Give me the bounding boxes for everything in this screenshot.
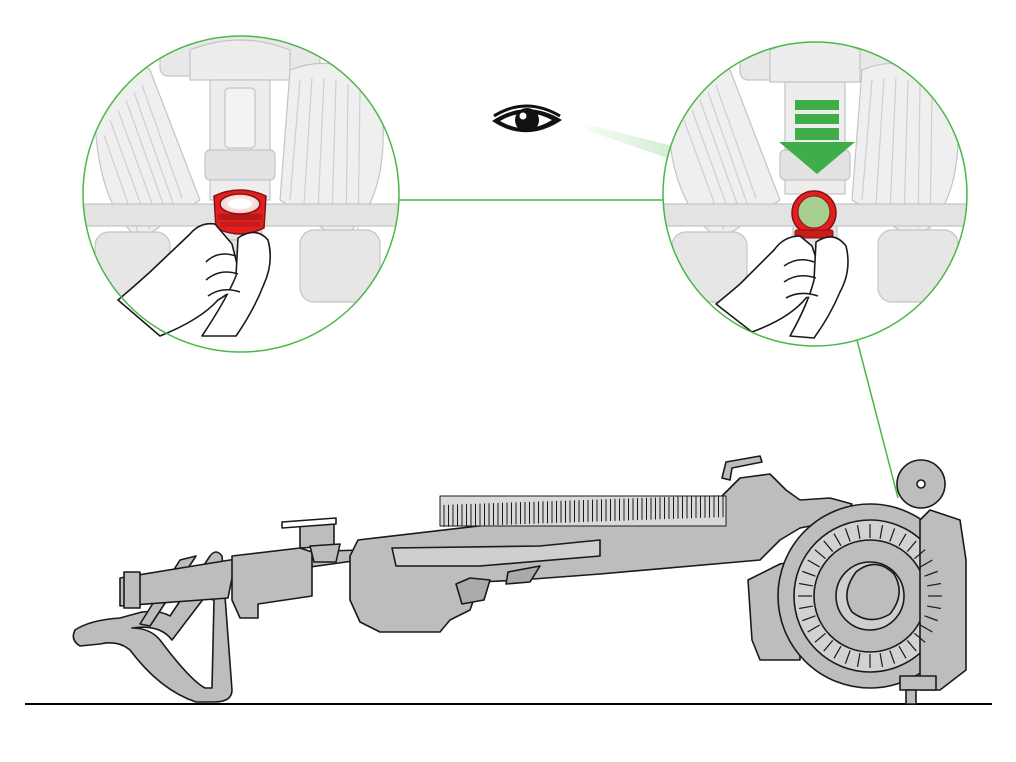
connector-lines [399, 199, 899, 499]
machine-closeup-left [83, 36, 399, 303]
brush-rib [856, 524, 861, 539]
brush-rib [927, 582, 942, 587]
eye-icon [492, 104, 562, 133]
brush-rib [807, 559, 821, 568]
detail-circle-left [82, 35, 400, 353]
brush-rib [798, 582, 813, 587]
brush-rib [823, 540, 834, 552]
brush-rib [823, 640, 834, 652]
brush-rib [898, 645, 907, 659]
brush-rib [898, 533, 907, 547]
machine-side-view [72, 455, 967, 705]
brush-rib [802, 570, 816, 577]
brush-rib [844, 528, 851, 542]
brush-rib [844, 650, 851, 664]
detail-circle-right [662, 41, 968, 347]
hand-right [715, 235, 849, 339]
brush-rib [807, 624, 821, 633]
brush-rib [914, 549, 926, 560]
brush-rib [906, 540, 917, 552]
machine-body [119, 455, 853, 633]
brush-rib [833, 645, 842, 659]
brush-rib [927, 605, 942, 610]
brush-rib [798, 605, 813, 610]
brush-rib [814, 549, 826, 560]
brush-rib [889, 650, 896, 664]
brush-rib [906, 640, 917, 652]
brush-rib [914, 632, 926, 643]
machine-head [747, 459, 967, 705]
brush-rib [879, 524, 884, 539]
down-arrow-icon [779, 100, 855, 174]
brush-rib [924, 570, 938, 577]
brush-rib [879, 653, 884, 668]
brush-rib [889, 528, 896, 542]
brush-rib [802, 615, 816, 622]
brush-rib [833, 533, 842, 547]
red-cap-left [213, 189, 267, 235]
hand-left [117, 222, 272, 337]
brush-rib [919, 624, 933, 633]
brush-rib [814, 632, 826, 643]
brush-rib [856, 653, 861, 668]
brush-ribs [798, 524, 942, 668]
brush-rib [919, 559, 933, 568]
brush-rib [924, 615, 938, 622]
red-cap-right [791, 190, 837, 239]
rack-teeth-lines [443, 495, 724, 527]
